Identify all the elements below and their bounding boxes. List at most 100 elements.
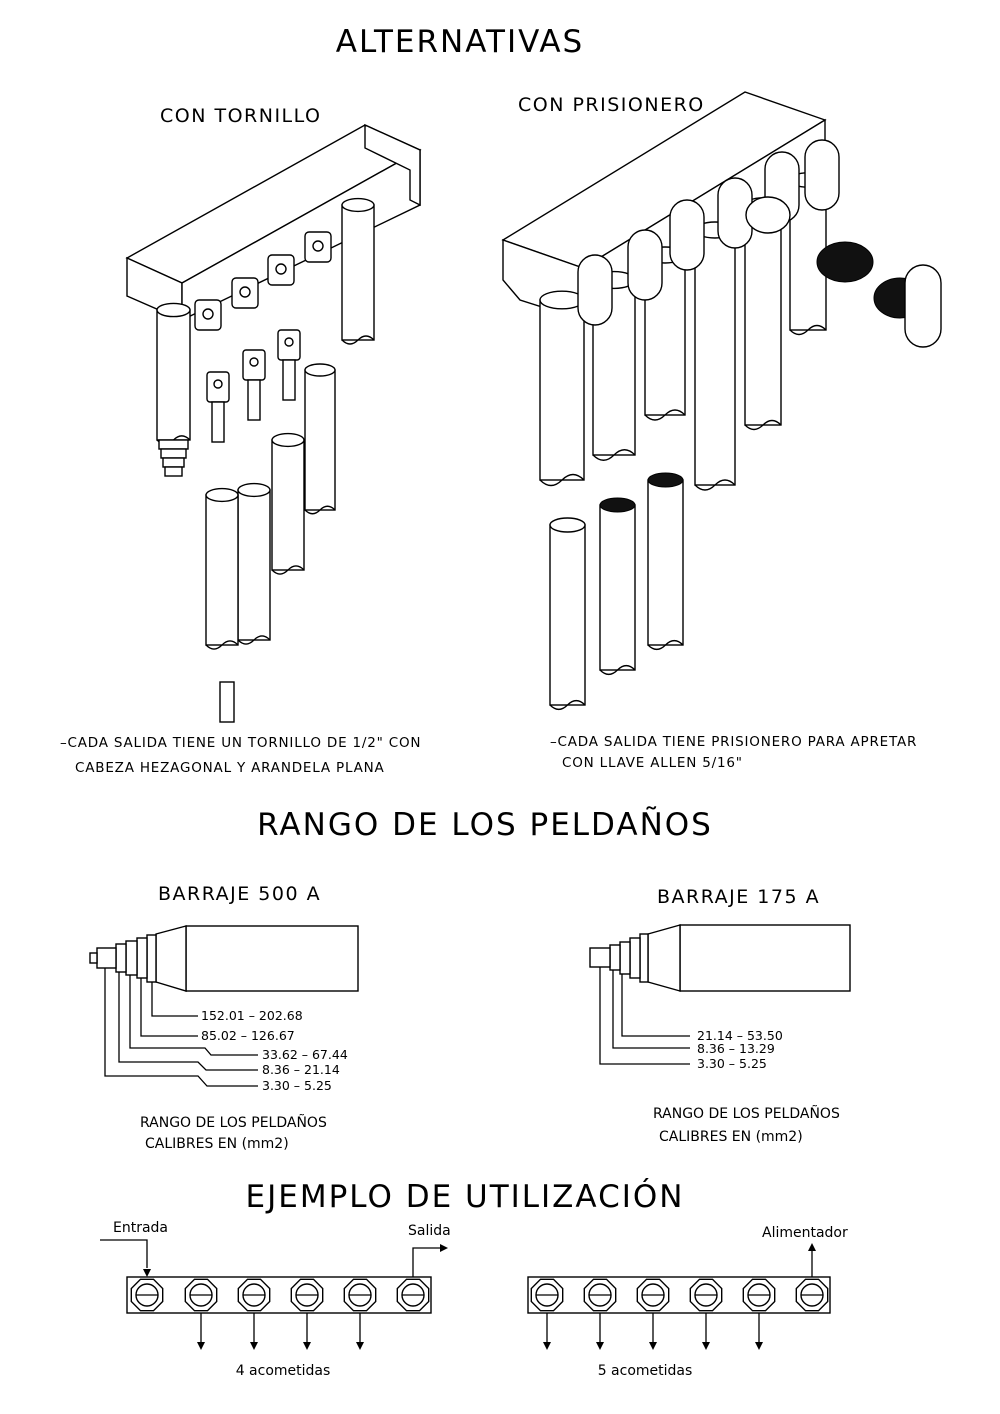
connector-bottom: [205, 640, 239, 650]
note-tornillo-line1: –CADA SALIDA TIENE UN TORNILLO DE 1/2" C…: [60, 735, 421, 751]
connector-top: [205, 487, 239, 503]
screw: [219, 681, 235, 723]
lug-hole: [239, 286, 251, 298]
connector-top: [156, 302, 191, 318]
cable-connector-bottom: [744, 419, 782, 431]
cable-stripped-bottom: [647, 639, 684, 651]
arrow-down-icon: [755, 1342, 763, 1350]
connector-body: [304, 369, 336, 511]
arrow-up-icon: [808, 1243, 816, 1251]
connector-body: [205, 494, 239, 646]
arrow-right-icon: [440, 1244, 448, 1252]
set-screw-knurled: [816, 241, 874, 283]
note-tornillo-line2: CABEZA HEZAGONAL Y ARANDELA PLANA: [75, 760, 385, 776]
step-connector-175: [589, 924, 851, 1065]
cable-stripped-body: [599, 504, 636, 671]
connector-bottom: [304, 505, 336, 515]
label-salida: Salida: [408, 1223, 451, 1239]
range-175-value-3: 3.30 – 5.25: [697, 1056, 767, 1071]
arrow-down-icon: [649, 1342, 657, 1350]
note-prisionero-line1: –CADA SALIDA TIENE PRISIONERO PARA APRET…: [550, 734, 917, 750]
range-500-value-5: 3.30 – 5.25: [262, 1078, 332, 1093]
arrow-down-icon: [250, 1342, 258, 1350]
range-500-value-2: 85.02 – 126.67: [201, 1028, 295, 1043]
prisionero-connectors: [539, 139, 942, 711]
label-barraje-500: BARRAJE 500 A: [158, 883, 321, 905]
connector-bottom: [237, 635, 271, 645]
step-connector-500: [89, 925, 359, 1087]
cable-connector-bottom: [539, 473, 585, 487]
caption-500-line2: CALIBRES EN (mm2): [145, 1136, 289, 1152]
arrow-down-icon: [197, 1342, 205, 1350]
oval-cap-loose: [904, 264, 942, 348]
connector-top: [341, 197, 375, 213]
lug-hole: [202, 308, 214, 320]
sleeve: [745, 196, 791, 234]
cable-top: [549, 517, 586, 533]
cable-stripped-body: [647, 479, 684, 646]
tornillo-connectors: [156, 197, 375, 723]
cable-bottom: [549, 699, 586, 711]
range-175-value-2: 8.36 – 13.29: [697, 1041, 775, 1056]
connector-bottom: [341, 335, 375, 345]
note-prisionero-line2: CON LLAVE ALLEN 5/16": [562, 755, 743, 771]
title-ejemplo: EJEMPLO DE UTILIZACIÓN: [246, 1178, 685, 1215]
cable-body: [549, 524, 586, 706]
connector-step: [162, 457, 185, 468]
range-500-value-4: 8.36 – 21.14: [262, 1062, 340, 1077]
connector-body: [271, 439, 305, 571]
busbar-example-left: [126, 1276, 432, 1314]
cable-connector-bottom: [694, 479, 736, 491]
entrada-line: [100, 1239, 148, 1268]
label-entrada: Entrada: [113, 1220, 168, 1236]
cable-stripped-top: [599, 497, 636, 513]
cable-connector-bottom: [644, 409, 686, 421]
oval-cap: [577, 254, 613, 326]
cable-stripped-bottom: [599, 664, 636, 676]
cable-lug-barrel: [282, 359, 296, 401]
cable-lug-hole: [284, 337, 294, 347]
cable-connector-bottom: [789, 324, 827, 336]
caption-4-acometidas: 4 acometidas: [236, 1363, 331, 1379]
arrow-down-icon: [702, 1342, 710, 1350]
caption-500-line1: RANGO DE LOS PELDAÑOS: [140, 1114, 327, 1131]
connector-top: [304, 363, 336, 377]
cable-lug-barrel: [247, 379, 261, 421]
cable-connector-bottom: [592, 449, 636, 461]
lug-hole: [312, 240, 324, 252]
arrow-down-icon: [543, 1342, 551, 1350]
range-500-value-3: 33.62 – 67.44: [262, 1047, 348, 1062]
title-alternativas: ALTERNATIVAS: [336, 24, 584, 60]
arrow-down-icon: [143, 1269, 151, 1277]
oval-cap: [804, 139, 840, 211]
label-con-prisionero: CON PRISIONERO: [518, 94, 705, 116]
connector-top: [237, 482, 271, 498]
lug-hole: [275, 263, 287, 275]
oval-cap: [627, 229, 663, 301]
connector-body: [156, 309, 191, 441]
cable-lug-hole: [249, 357, 259, 367]
connector-body: [341, 204, 375, 341]
tornillo-busbar: [125, 123, 422, 322]
oval-cap: [669, 199, 705, 271]
label-barraje-175: BARRAJE 175 A: [657, 886, 820, 908]
arrow-down-icon: [596, 1342, 604, 1350]
range-175-value-1: 21.14 – 53.50: [697, 1028, 783, 1043]
label-alimentador: Alimentador: [762, 1225, 848, 1241]
cable-connector-body: [539, 299, 585, 481]
cable-lug-barrel: [211, 401, 225, 443]
title-rango: RANGO DE LOS PELDAÑOS: [257, 807, 713, 843]
cable-stripped-top: [647, 472, 684, 488]
cable-lug-hole: [213, 379, 223, 389]
caption-175-line2: CALIBRES EN (mm2): [659, 1129, 803, 1145]
busbar-example-right: [527, 1276, 831, 1314]
caption-175-line1: RANGO DE LOS PELDAÑOS: [653, 1105, 840, 1122]
label-con-tornillo: CON TORNILLO: [160, 105, 322, 127]
connector-top: [271, 432, 305, 448]
connector-step: [164, 466, 183, 477]
connector-bottom: [271, 565, 305, 575]
salida-line: [412, 1247, 440, 1277]
caption-5-acometidas: 5 acometidas: [598, 1363, 693, 1379]
